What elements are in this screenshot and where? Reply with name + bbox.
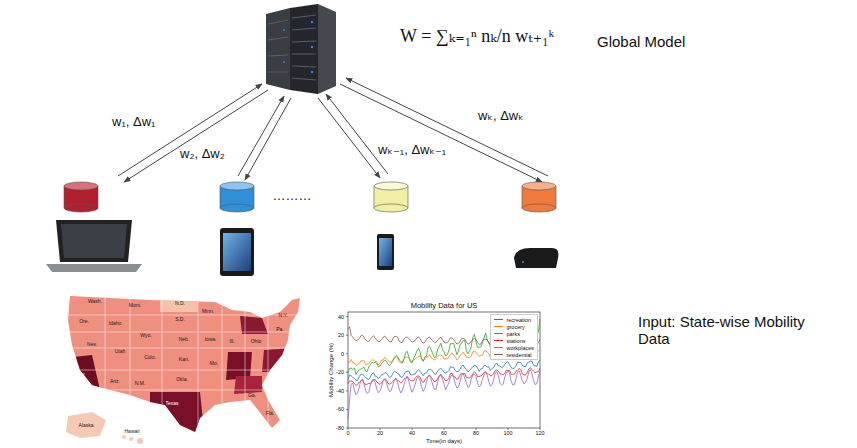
state-label: Nev. — [87, 342, 97, 348]
state-label: Utah — [115, 349, 126, 355]
tick-mark — [346, 335, 348, 336]
state-label: Ga. — [248, 393, 256, 399]
tick-mark — [508, 428, 509, 430]
state-label: Pa. — [276, 327, 284, 333]
state-label: Texas — [165, 401, 178, 407]
state-label: N.Y. — [278, 313, 287, 319]
tick-label: 100 — [503, 430, 512, 436]
state-label: Kan. — [179, 357, 189, 363]
legend-text: recreation — [506, 317, 530, 323]
tick-mark — [412, 428, 413, 430]
laptop-icon — [46, 220, 142, 272]
us-map — [60, 290, 300, 444]
tick-mark — [348, 428, 349, 430]
legend-entry: stations — [494, 337, 534, 344]
update-label: w₂, Δw₂ — [180, 147, 225, 162]
chart-legend: recreationgroceryparksstationsworkplaces… — [490, 314, 538, 360]
state-label: Wyo. — [140, 333, 151, 339]
chart-title: Mobility Data for US — [411, 302, 478, 311]
state-label: Minn. — [202, 309, 214, 315]
state-label: Alaska — [78, 423, 93, 429]
database-icons — [64, 182, 556, 212]
data-line — [348, 369, 540, 419]
legend-entry: workplaces — [494, 344, 534, 351]
state-label: Hawaii — [124, 429, 139, 435]
state-label: Ore. — [79, 319, 89, 325]
state-label: Ill. — [230, 339, 235, 345]
state-label: Ohio — [251, 339, 262, 345]
tick-mark — [346, 390, 348, 391]
set-top-box-icon — [514, 248, 558, 268]
legend-entry: recreation — [494, 316, 534, 323]
state-label: Mo. — [210, 361, 218, 367]
legend-entry: residential — [494, 351, 534, 358]
tick-mark — [540, 428, 541, 430]
legend-line — [494, 347, 503, 348]
state-label: Wash. — [88, 299, 102, 305]
tick-mark — [346, 409, 348, 410]
legend-line — [494, 326, 503, 327]
update-arrows — [118, 78, 548, 182]
server-icon — [266, 4, 336, 94]
mobility-chart — [346, 312, 540, 430]
tick-label: -60 — [336, 406, 344, 412]
state-label: Idaho — [109, 321, 122, 327]
state-label: Calif. — [74, 373, 85, 379]
state-label: Fla. — [266, 411, 274, 417]
update-label: wₖ₋₁, Δwₖ₋₁ — [378, 143, 446, 158]
state-label: Mont. — [129, 303, 142, 309]
tick-label: 0 — [341, 351, 344, 357]
legend-line — [494, 354, 503, 355]
legend-text: stations — [506, 338, 525, 344]
legend-line — [494, 340, 503, 341]
axis-title: Mobility Change (%) — [328, 343, 335, 397]
tick-label: 40 — [338, 313, 344, 319]
tick-label: 40 — [409, 430, 415, 436]
tick-mark — [346, 353, 348, 354]
tick-label: -40 — [336, 388, 344, 394]
legend-text: parks — [506, 331, 519, 337]
update-label: w₁, Δw₁ — [112, 115, 155, 130]
tick-label: 20 — [377, 430, 383, 436]
tick-label: 60 — [441, 430, 447, 436]
state-label: Iowa — [205, 337, 216, 343]
data-line — [348, 360, 540, 380]
state-label: N.M. — [135, 381, 146, 387]
input-caption: Input: State-wise Mobility Data — [638, 313, 838, 348]
tablet-icon — [220, 228, 254, 276]
tick-label: 0 — [346, 430, 349, 436]
legend-text: workplaces — [506, 345, 534, 351]
tick-mark — [380, 428, 381, 430]
tick-mark — [444, 428, 445, 430]
tick-label: -20 — [336, 369, 344, 375]
state-label: Ariz. — [110, 379, 120, 385]
state-label: S.D. — [175, 317, 185, 323]
tick-mark — [476, 428, 477, 430]
phone-icon — [377, 234, 394, 270]
tick-label: 80 — [473, 430, 479, 436]
legend-text: residential — [506, 352, 531, 358]
state-label: Colo. — [144, 355, 156, 361]
state-label: N.D. — [175, 301, 185, 307]
state-label: Okla. — [176, 377, 188, 383]
formula: W = ∑ₖ₌₁ⁿ nₖ/n wₜ₊₁ᵏ — [400, 26, 554, 47]
tick-label: 20 — [338, 332, 344, 338]
ellipsis: ……… — [273, 189, 312, 204]
data-line — [348, 319, 540, 374]
legend-text: grocery — [506, 324, 524, 330]
tick-label: -80 — [336, 425, 344, 431]
model-label: Global Model — [597, 33, 685, 50]
update-label: wₖ, Δwₖ — [478, 109, 524, 124]
legend-entry: grocery — [494, 323, 534, 330]
tick-label: 120 — [535, 430, 544, 436]
legend-entry: parks — [494, 330, 534, 337]
axis-title: Time(in days) — [426, 438, 462, 445]
legend-line — [494, 333, 503, 334]
tick-mark — [346, 316, 348, 317]
state-label: Neb. — [179, 337, 190, 343]
legend-line — [494, 319, 503, 320]
